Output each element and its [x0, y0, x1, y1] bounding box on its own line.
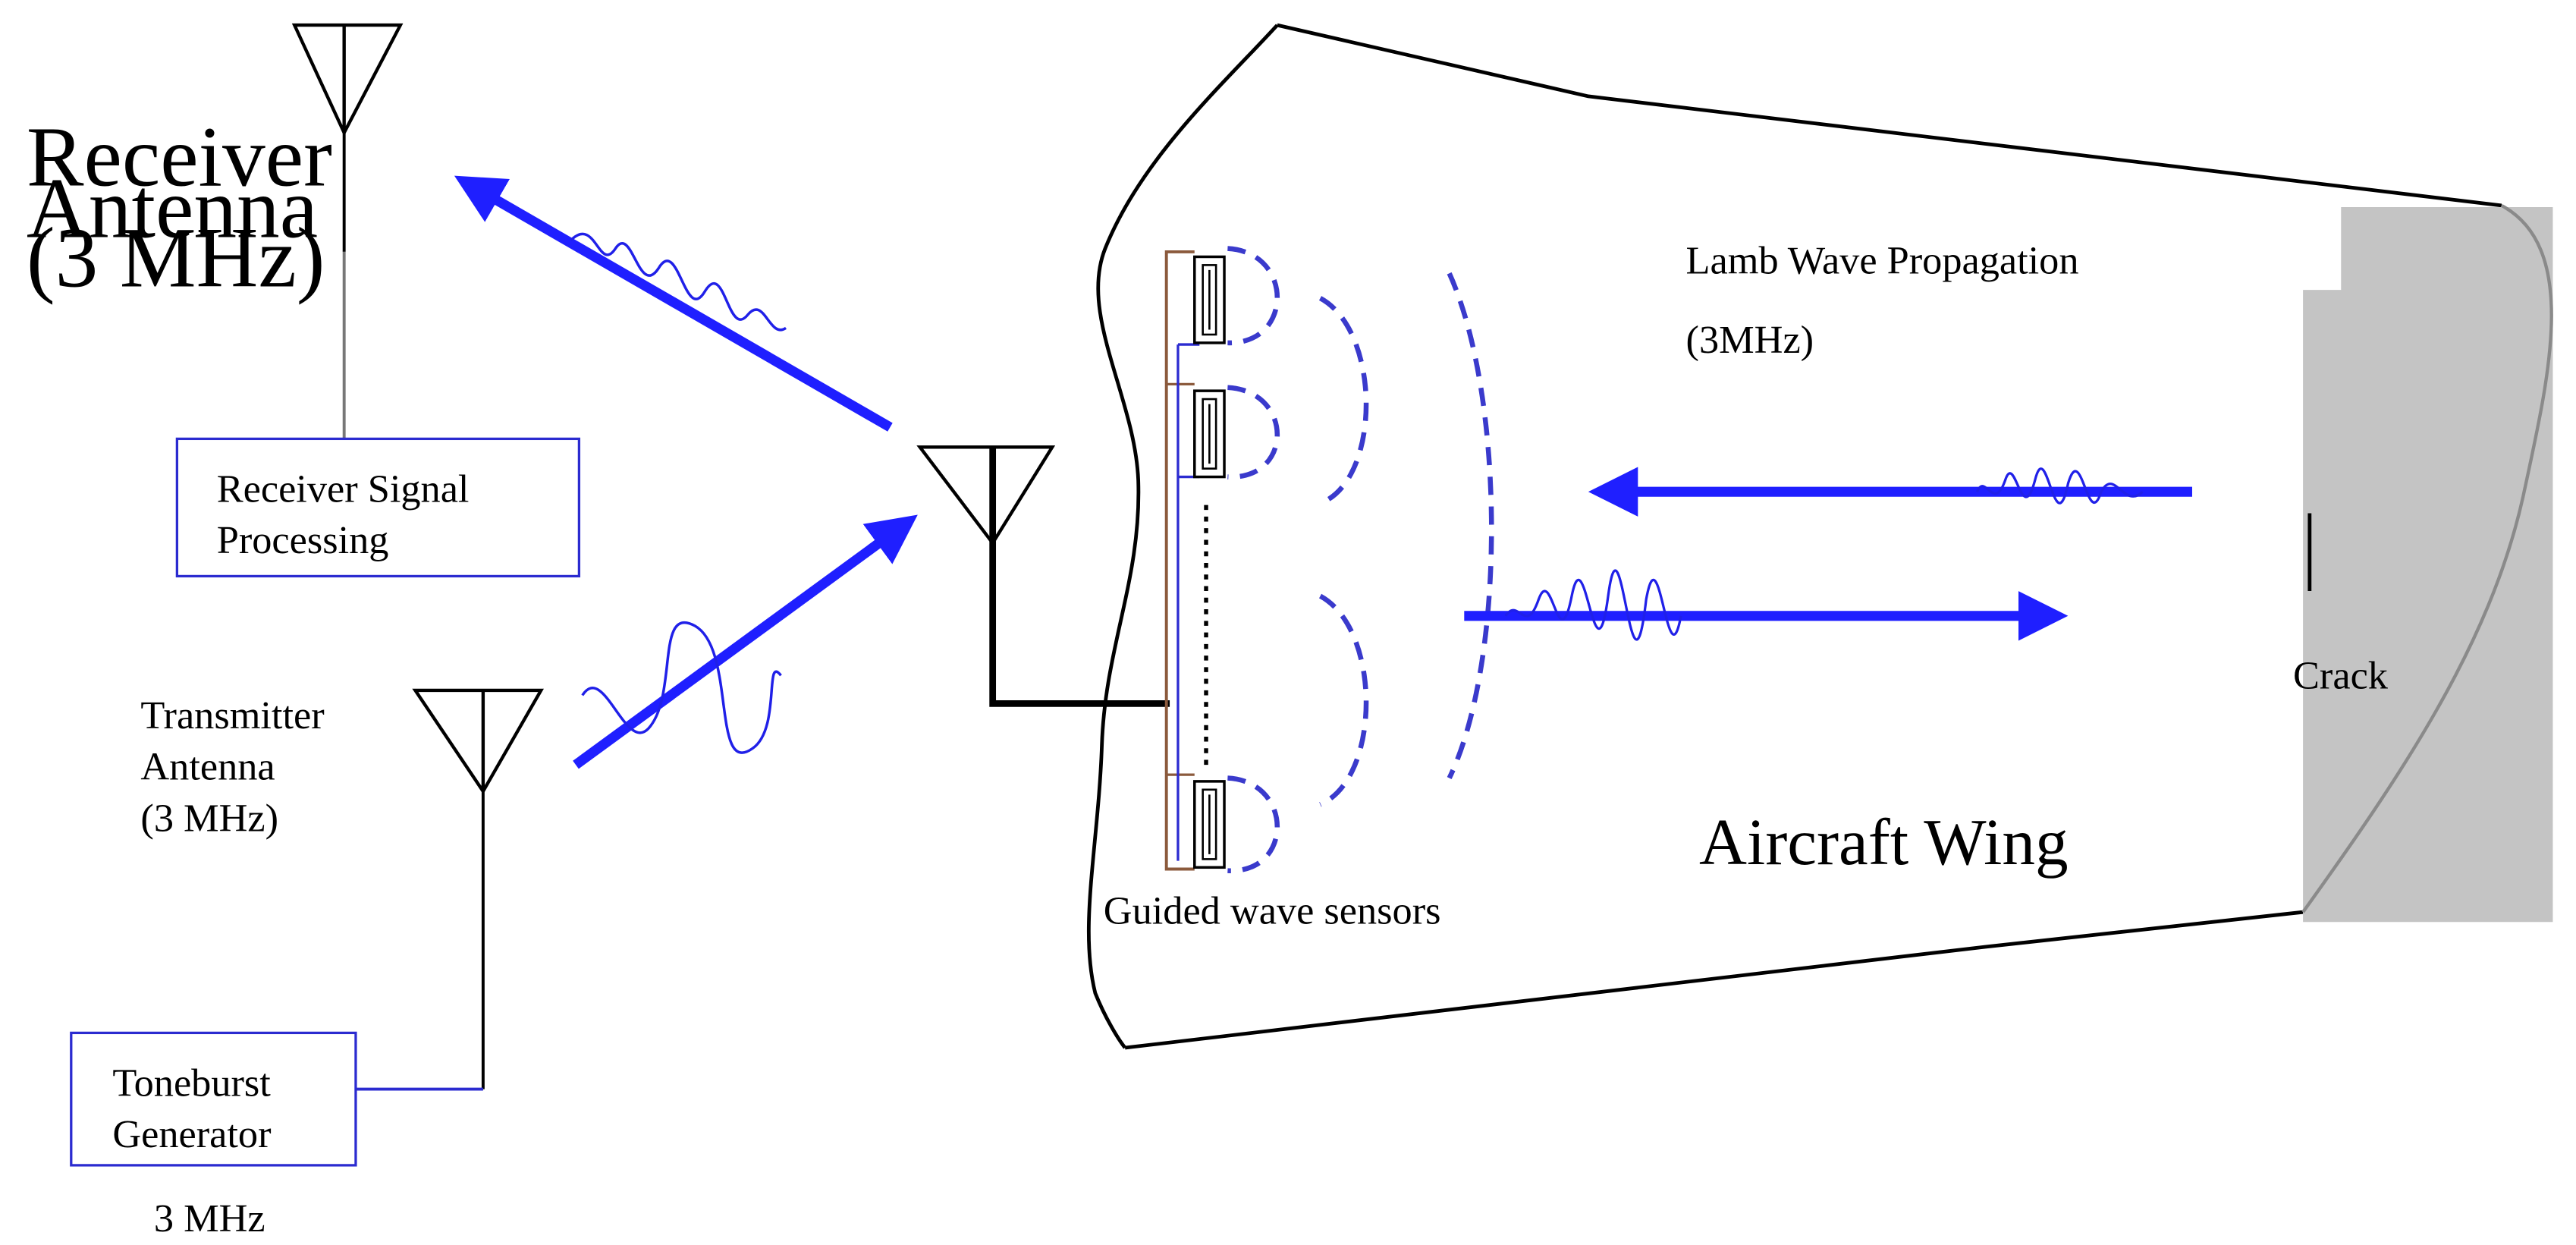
transmitted-signal-arrow	[573, 514, 918, 769]
wavefront-small-2	[1227, 385, 1280, 479]
wing-outline	[1086, 23, 2502, 1050]
wavefronts	[1227, 246, 1494, 873]
guided-wave-sensors-label: Guided wave sensors	[1104, 888, 1441, 932]
receiver-antenna-label: Receiver Antenna (3 MHz)	[27, 109, 353, 306]
lamb-wave-label: Lamb Wave Propagation (3MHz)	[1686, 238, 2089, 362]
aircraft-wing: Crack	[1086, 23, 2553, 1050]
piezo-sensor-icon	[1193, 780, 1226, 869]
antenna-icon	[412, 688, 544, 795]
wing-tip-grey-region	[2303, 207, 2553, 923]
wing-tip-curve	[2301, 203, 2553, 913]
received-signal-arrow	[454, 175, 893, 432]
wavefront-small-3	[1227, 775, 1280, 873]
incident-wave-arrow	[1464, 569, 2069, 641]
toneburst-generator-box: Toneburst Generator	[70, 1031, 483, 1167]
antenna-icon	[916, 445, 1056, 546]
received-waveform	[570, 232, 787, 332]
reflected-wave-arrow	[1588, 467, 2192, 517]
wavefront-large	[1447, 272, 1494, 779]
crack-label: Crack	[2293, 654, 2389, 698]
piezo-sensor-icon	[1193, 255, 1226, 344]
antenna-icon	[291, 23, 404, 137]
receiver-processing-box: Receiver Signal Processing	[175, 437, 581, 578]
wavefront-small-1	[1227, 246, 1280, 346]
toneburst-generator-label: Toneburst Generator	[112, 1061, 281, 1156]
aircraft-wing-label: Aircraft Wing	[1699, 805, 2069, 879]
incident-waveform	[1504, 569, 1682, 641]
reflected-waveform	[1975, 467, 2144, 505]
wavefront-medium-bottom	[1318, 593, 1369, 807]
transmitter-antenna	[412, 688, 544, 1089]
transmitted-waveform	[581, 621, 782, 754]
receiver-antenna	[291, 23, 404, 439]
piezo-sensor-icon	[1193, 389, 1226, 479]
transmitter-antenna-label: Transmitter Antenna (3 MHz)	[140, 693, 334, 840]
receiver-processing-label: Receiver Signal Processing	[217, 467, 479, 562]
guided-wave-sensor-array	[1164, 250, 1226, 871]
wavefront-medium-top	[1318, 296, 1369, 506]
sensor-antenna	[916, 445, 1170, 707]
generator-frequency-label: 3 MHz	[154, 1196, 265, 1240]
